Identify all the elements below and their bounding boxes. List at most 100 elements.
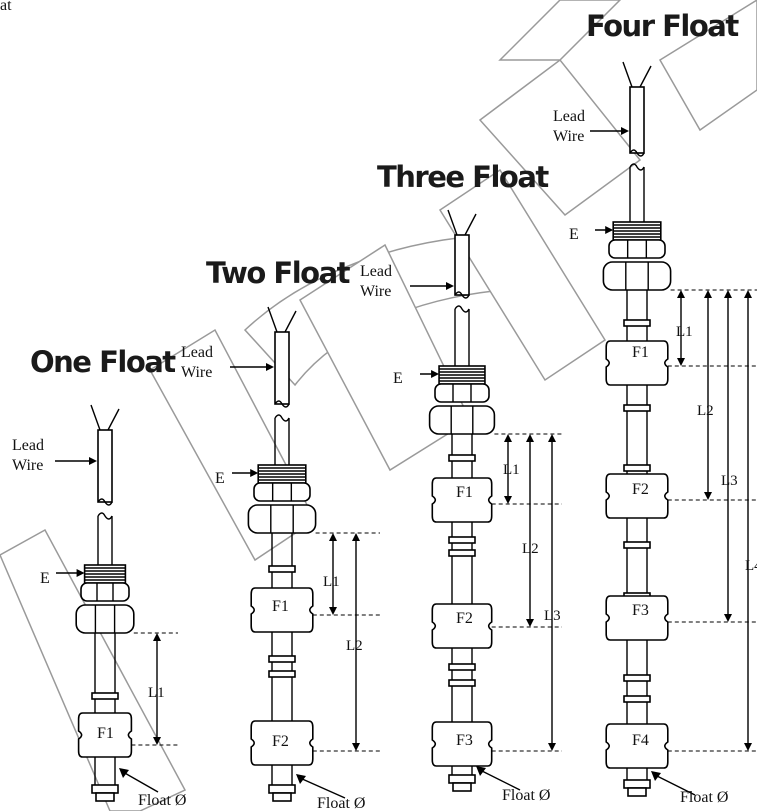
d4-dim-up-4 [744, 290, 752, 298]
d4-break-mark-2 [629, 163, 645, 171]
d1-end-cap [91, 784, 119, 794]
d3-dim-down-2 [526, 619, 534, 627]
d2-collar-1 [268, 565, 296, 573]
d1-lead-wire-a [90, 404, 101, 431]
d4-float-2 [605, 473, 669, 519]
wire-label-4b: Wire [553, 128, 584, 145]
d3-small-nut [434, 383, 490, 403]
float1-label-d4: F1 [632, 344, 649, 361]
d3-float-3 [431, 721, 493, 767]
d2-dim-down-1 [329, 607, 337, 615]
entry-label-4: E [569, 226, 579, 243]
d2-entry-arrow-head [250, 469, 259, 477]
length1-label-d3: L1 [503, 462, 520, 478]
watermark-stroke-5 [438, 168, 607, 382]
wire-label-2b: Wire [181, 364, 212, 381]
d1-lead-arrow-head [89, 457, 97, 465]
d2-lead-wire-a [267, 306, 278, 333]
d2-dim-up-1 [329, 533, 337, 541]
d4-dim-down-1 [677, 358, 685, 366]
watermark-stroke-7 [658, 0, 757, 132]
watermark-stroke-6 [478, 58, 642, 217]
length2-label-d3: L2 [522, 541, 539, 557]
float3-label-d3: F3 [456, 732, 473, 749]
d4-entry-arrow-head [605, 226, 614, 234]
d3-dim-up-3 [548, 434, 556, 442]
d1-float-1 [77, 712, 133, 758]
d3-lead-wire-b [464, 213, 477, 236]
d2-dim-up-2 [352, 533, 360, 541]
d3-dim-up-1 [504, 434, 512, 442]
float-assemblies [55, 61, 757, 802]
entry-label-3: E [393, 370, 403, 387]
d4-big-nut [602, 261, 672, 291]
d1-small-nut [80, 582, 130, 602]
d4-float-dia-head [651, 771, 661, 781]
float-dia-label-4: Float Ø [680, 789, 728, 806]
d1-lead-wire-b [107, 408, 120, 431]
d4-float-1 [605, 340, 669, 386]
d4-dim-up-1 [677, 290, 685, 298]
d3-wire-sleeve-upper [454, 234, 470, 296]
d4-lead-arrow-head [621, 127, 629, 135]
lead-label-1a: Lead [12, 437, 44, 454]
float3-label-d4: F3 [632, 602, 649, 619]
d3-float-dia-line [479, 769, 521, 791]
d3-float-1 [431, 477, 493, 523]
d3-lead-wire-a [447, 209, 458, 236]
d4-lead-wire-b [639, 65, 652, 88]
entry-label-2: E [215, 470, 225, 487]
d4-dim-down-2 [704, 492, 712, 500]
d2-small-nut [253, 482, 311, 502]
d2-float-dia-head [296, 774, 306, 784]
d4-small-nut [608, 239, 666, 259]
d4-float-dia-line [654, 774, 696, 796]
d4-collar-4 [623, 541, 651, 549]
length3-label-d4: L3 [721, 473, 738, 489]
d3-break-mark-1 [454, 291, 470, 299]
length1-label-d4: L1 [676, 324, 693, 340]
d4-collar-2 [623, 404, 651, 412]
d1-collar-1 [91, 692, 119, 700]
d4-dim-down-3 [724, 614, 732, 622]
d3-dim-up-2 [526, 434, 534, 442]
d4-dim-up-2 [704, 290, 712, 298]
title-four-float: Four Float [586, 9, 739, 43]
d2-lead-arrow-head [266, 363, 274, 371]
d4-dim-up-3 [724, 290, 732, 298]
float2-label-d2: F2 [272, 733, 289, 750]
d3-float-2 [431, 603, 493, 649]
d2-dim-down-2 [352, 743, 360, 751]
d3-end-tip [452, 782, 472, 792]
d2-float-2 [250, 720, 314, 766]
d3-float-dia-head [476, 766, 486, 776]
d3-end-cap [448, 774, 476, 784]
d1-break-mark-1 [97, 498, 113, 506]
d4-collar-7 [623, 695, 651, 703]
d1-big-nut [75, 604, 135, 634]
d4-lead-wire-a [622, 61, 633, 88]
float-dia-label-1: Float Ø [138, 792, 186, 809]
d4-float-4 [605, 723, 669, 769]
watermark-stroke-8 [498, 0, 622, 61]
wire-label-3b: Wire [360, 283, 391, 300]
length4-label-d4: L4 [745, 558, 757, 574]
d3-collar-2 [448, 536, 476, 544]
float2-label-d3: F2 [456, 610, 473, 627]
d4-dim-down-4 [744, 743, 752, 751]
d1-wire-sleeve-upper [97, 429, 113, 503]
d3-collar-5 [448, 679, 476, 687]
d3-collar-3 [448, 549, 476, 557]
float-dia-label-3: Float Ø [502, 787, 550, 804]
float4-label-d4: F4 [632, 732, 649, 749]
d1-break-mark-2 [97, 512, 113, 520]
d4-end-tip [627, 787, 647, 797]
d2-wire-sleeve-upper [274, 331, 290, 405]
d2-big-nut [247, 504, 317, 534]
d1-dim-down-1 [153, 737, 161, 745]
watermark-stroke-1 [0, 528, 187, 811]
d2-float-dia-line [299, 777, 346, 799]
